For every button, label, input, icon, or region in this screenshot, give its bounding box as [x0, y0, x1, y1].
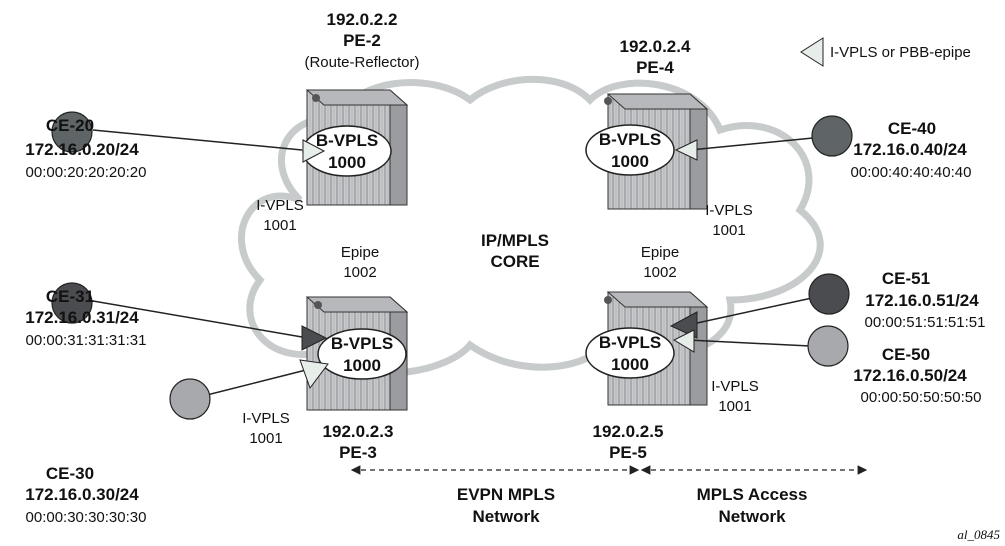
- ce51-mac: 00:00:51:51:51:51: [865, 314, 986, 331]
- ce40-mac: 00:00:40:40:40:40: [851, 164, 972, 181]
- pe5-bvpls-label: B-VPLS: [599, 333, 661, 352]
- pe5-ivpls-id: 1001: [718, 398, 751, 415]
- pe4-ivpls-id: 1001: [712, 222, 745, 239]
- pe3-epipe-id: 1002: [343, 264, 376, 281]
- ce50-mac: 00:00:50:50:50:50: [861, 389, 982, 406]
- pe3-epipe-sap-icon: [301, 325, 328, 351]
- pe3-bvpls-label: B-VPLS: [331, 334, 393, 353]
- legend-label: I-VPLS or PBB-epipe: [830, 44, 971, 61]
- ce31-name: CE-31: [46, 287, 94, 306]
- ce20-name: CE-20: [46, 116, 94, 135]
- pe5-ivpls-label: I-VPLS: [711, 378, 759, 395]
- ce51-node[interactable]: [808, 273, 850, 315]
- pe5-ip: 192.0.2.5: [593, 422, 664, 441]
- ce31-node[interactable]: [51, 282, 93, 324]
- evpn-network-line2: Network: [472, 507, 540, 526]
- evpn-network-line1: EVPN MPLS: [457, 485, 555, 504]
- ce31-mac: 00:00:31:31:31:31: [26, 332, 147, 349]
- pe4-bvpls-label: B-VPLS: [599, 130, 661, 149]
- pe3-epipe-label: Epipe: [341, 244, 379, 261]
- core-label-line2: CORE: [490, 252, 539, 271]
- pe5-bvpls-ellipse: [585, 327, 675, 379]
- pe2-bvpls-id: 1000: [328, 153, 366, 172]
- pe2-role: (Route-Reflector): [304, 54, 419, 71]
- legend-triangle-icon: [800, 37, 824, 67]
- figure-id: al_0845: [957, 527, 1000, 542]
- pe3-ivpls-sap-icon: [299, 359, 329, 390]
- ce20-node[interactable]: [51, 111, 93, 153]
- link-ce30-pe3: [190, 369, 307, 400]
- pe4-router[interactable]: [585, 93, 709, 210]
- ce40-node[interactable]: [811, 115, 853, 157]
- pe2-bvpls-label: B-VPLS: [316, 131, 378, 150]
- link-ce51-pe5: [687, 297, 813, 326]
- pe3-name: PE-3: [339, 443, 377, 462]
- access-network-line1: MPLS Access: [697, 485, 808, 504]
- pe2-ivpls-sap-icon: [302, 139, 326, 163]
- pe4-ivpls-label: I-VPLS: [705, 202, 753, 219]
- ce20-ip: 172.16.0.20/24: [25, 140, 139, 159]
- pe3-ivpls-id: 1001: [249, 430, 282, 447]
- pe2-ivpls-id: 1001: [263, 217, 296, 234]
- pe3-bvpls-ellipse: [317, 328, 407, 380]
- pe3-bvpls-id: 1000: [343, 356, 381, 375]
- ce40-ip: 172.16.0.40/24: [853, 140, 967, 159]
- link-ce31-pe3: [92, 300, 303, 338]
- ce20-mac: 00:00:20:20:20:20: [26, 164, 147, 181]
- pe2-ivpls-label: I-VPLS: [256, 197, 304, 214]
- pe5-bvpls-id: 1000: [611, 355, 649, 374]
- ce51-ip: 172.16.0.51/24: [865, 291, 979, 310]
- ce50-ip: 172.16.0.50/24: [853, 366, 967, 385]
- ce30-node[interactable]: [169, 378, 211, 420]
- access-network-line2: Network: [718, 507, 786, 526]
- ce30-ip: 172.16.0.30/24: [25, 485, 139, 504]
- link-ce50-pe5: [687, 339, 811, 347]
- pe2-router[interactable]: [302, 89, 409, 206]
- pe5-ivpls-sap-icon: [672, 329, 695, 353]
- ce31-ip: 172.16.0.31/24: [25, 308, 139, 327]
- pe5-name: PE-5: [609, 443, 647, 462]
- pe3-ip: 192.0.2.3: [323, 422, 394, 441]
- pe4-ip: 192.0.2.4: [620, 37, 691, 56]
- pe3-ivpls-label: I-VPLS: [242, 410, 290, 427]
- pe4-name: PE-4: [636, 58, 674, 77]
- pe5-epipe-label: Epipe: [641, 244, 679, 261]
- pe4-ivpls-sap-icon: [674, 139, 698, 161]
- ce51-name: CE-51: [882, 269, 930, 288]
- ce40-name: CE-40: [888, 119, 936, 138]
- link-ce20-pe2: [92, 129, 303, 151]
- ce50-name: CE-50: [882, 345, 930, 364]
- core-label-line1: IP/MPLS: [481, 231, 549, 250]
- link-ce40-pe4: [689, 137, 814, 151]
- ce50-node[interactable]: [807, 325, 849, 367]
- pe5-epipe-id: 1002: [643, 264, 676, 281]
- ce30-mac: 00:00:30:30:30:30: [26, 509, 147, 526]
- pe2-name: PE-2: [343, 31, 381, 50]
- ce30-name: CE-30: [46, 464, 94, 483]
- pe2-ip: 192.0.2.2: [327, 10, 398, 29]
- pe4-bvpls-ellipse: [585, 124, 675, 176]
- pe4-bvpls-id: 1000: [611, 152, 649, 171]
- pe3-router[interactable]: [305, 296, 409, 411]
